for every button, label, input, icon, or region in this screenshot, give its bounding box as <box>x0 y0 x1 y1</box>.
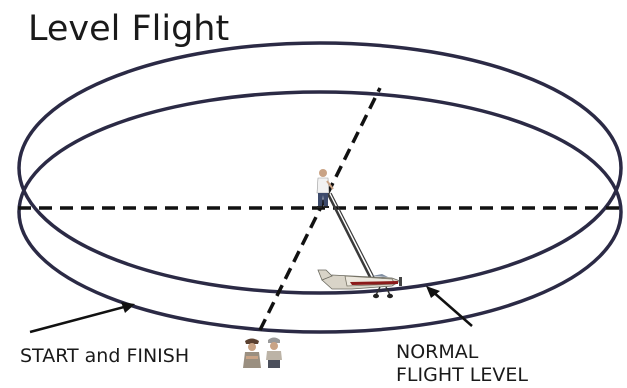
control-line-aircraft-icon <box>317 269 402 299</box>
normal-flight-level-ellipse <box>17 90 623 334</box>
diagram-title: Level Flight <box>28 9 229 49</box>
upper-flight-ellipse <box>17 41 623 295</box>
control-line-second <box>330 192 378 284</box>
pilot-figure-icon <box>316 169 334 208</box>
normal-flight-level-label-line1: NORMAL <box>396 341 479 363</box>
start-finish-dashed-axis <box>258 87 382 331</box>
start-finish-arrow <box>29 302 135 334</box>
normal-flight-level-label-line2: FLIGHT LEVEL <box>396 364 528 386</box>
control-line <box>326 193 375 284</box>
start-finish-label: START and FINISH <box>20 345 189 367</box>
spectators-icon <box>243 337 282 368</box>
normal-flight-level-arrow <box>426 286 473 327</box>
